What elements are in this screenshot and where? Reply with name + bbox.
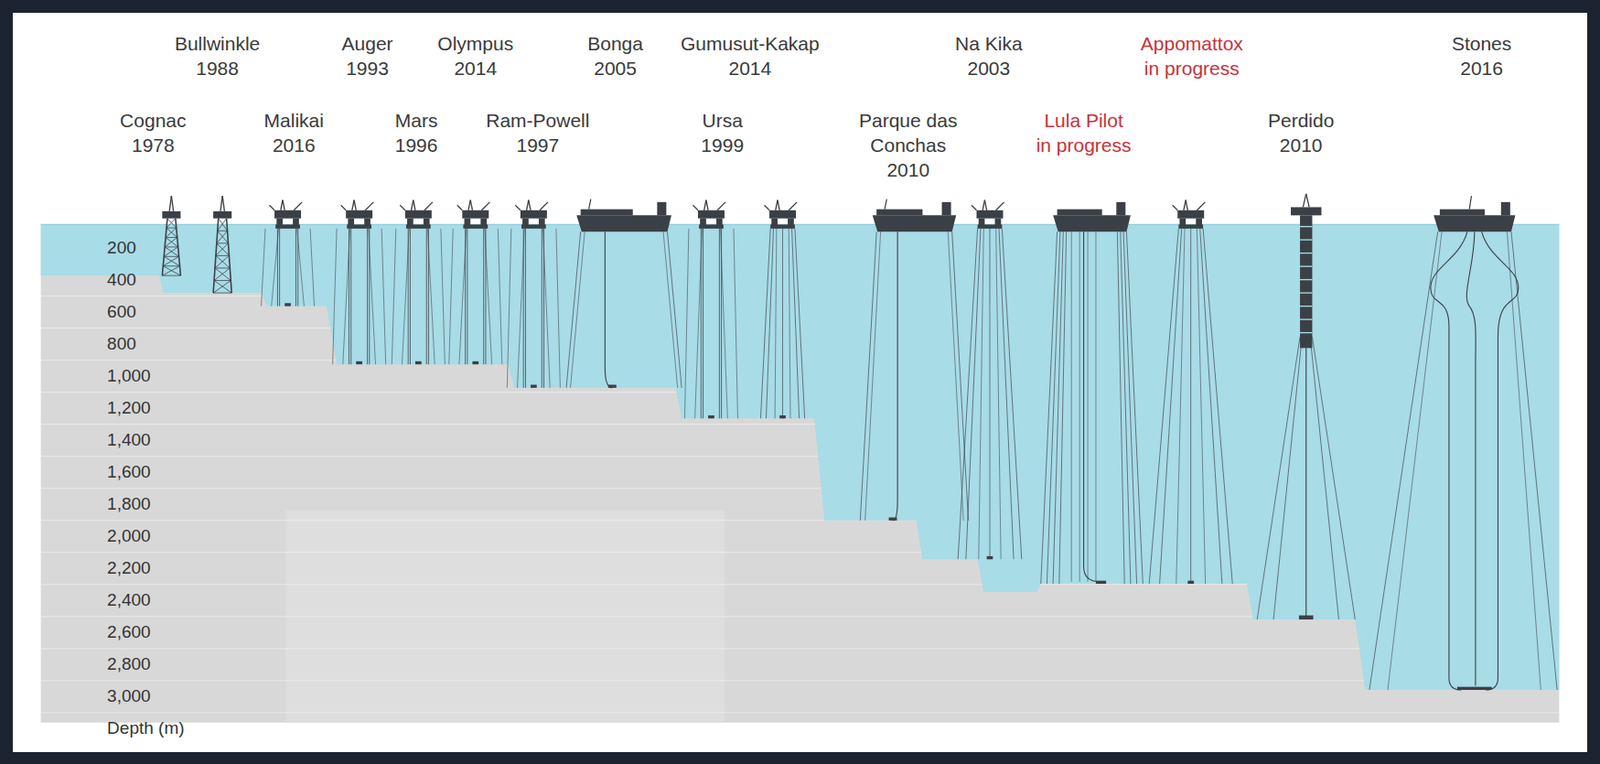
- platform-label: Olympus 2014: [435, 31, 516, 81]
- depth-band-line: [41, 647, 1560, 649]
- semi-submersible-platform: [760, 200, 805, 419]
- depth-label: 3,000: [107, 686, 151, 707]
- depth-label: 2,400: [107, 590, 151, 611]
- tension-leg-platform: [684, 200, 738, 419]
- depth-band-line: [41, 679, 1560, 681]
- platform-label: Parque das Conchas 2010: [857, 107, 960, 183]
- depth-label: 1,800: [107, 493, 151, 515]
- tension-leg-platform: [506, 200, 560, 388]
- platform-label: Lula Pilot in progress: [1034, 107, 1134, 158]
- depth-label: 600: [107, 301, 137, 323]
- platform-label: Bonga 2005: [585, 31, 645, 81]
- tension-leg-platform: [449, 200, 503, 366]
- platform-label: Auger 1993: [339, 31, 396, 81]
- platform-label: Appomattox in progress: [1138, 31, 1246, 81]
- fpso-vessel: [859, 199, 968, 521]
- platform-label: Mars 1996: [393, 107, 441, 158]
- fpso-vessel: [1369, 195, 1558, 690]
- platform-label: Ursa 1999: [698, 107, 746, 158]
- depth-label: 200: [107, 237, 137, 258]
- spar-platform: [1256, 193, 1355, 620]
- platform-label: Ram-Powell 1997: [483, 107, 592, 158]
- platform-label: Na Kika 2003: [953, 31, 1025, 81]
- fpso-vessel: [566, 199, 682, 388]
- platform-label: Gumusut-Kakap 2014: [678, 31, 822, 81]
- fixed-jacket-platform: [213, 195, 232, 293]
- sea-surface: [41, 224, 1560, 226]
- platform-label: Malikai 2016: [261, 107, 326, 158]
- tension-leg-platform: [332, 200, 387, 366]
- platform-label: Stones 2016: [1449, 31, 1515, 81]
- fixed-jacket-platform: [161, 195, 181, 276]
- tension-leg-platform: [391, 200, 445, 366]
- depth-label: 800: [107, 333, 137, 355]
- depth-label: 1,400: [107, 429, 151, 451]
- semi-submersible-platform: [1148, 200, 1233, 584]
- sea-water: [41, 224, 1560, 690]
- seabed-ground: [41, 224, 1560, 722]
- fpso-vessel: [1041, 202, 1144, 584]
- semi-submersible-platform: [957, 200, 1022, 560]
- depth-label: 2,000: [107, 526, 151, 547]
- platform-label: Bullwinkle 1988: [172, 31, 263, 81]
- depth-label: 2,200: [107, 558, 151, 579]
- depth-label: 2,800: [107, 654, 151, 675]
- tension-leg-platform: [261, 200, 315, 307]
- platform-label: Perdido 2010: [1266, 107, 1337, 158]
- depth-label: 1,200: [107, 397, 151, 419]
- depth-band-line: [41, 711, 1560, 713]
- depth-label: 1,000: [107, 365, 151, 387]
- depth-label: 1,600: [107, 461, 151, 483]
- depth-label: Depth (m): [107, 718, 184, 739]
- platform-label: Cognac 1978: [118, 107, 189, 158]
- depth-label: 2,600: [107, 622, 151, 643]
- depth-label: 400: [107, 269, 137, 290]
